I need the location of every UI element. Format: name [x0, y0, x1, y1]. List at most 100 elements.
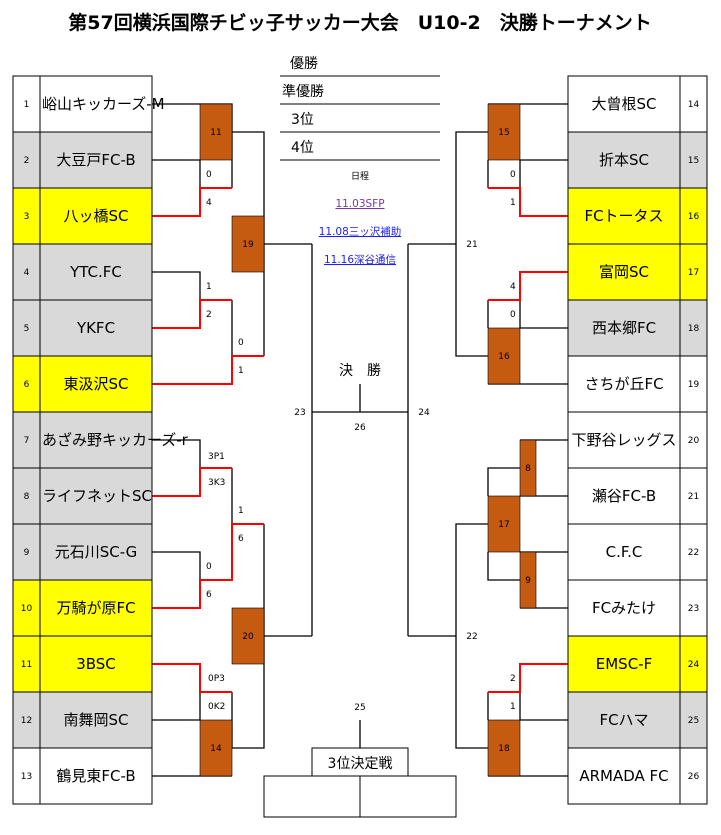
match-box: [487, 327, 521, 385]
team-row: 1 峪山キッカーズ-M: [12, 75, 165, 133]
score: 1: [238, 366, 244, 376]
team-row: 23 FCみたけ: [567, 579, 708, 637]
match-box: [199, 719, 233, 777]
team-number: 10: [21, 604, 33, 614]
team-name: 元石川SC-G: [55, 543, 138, 561]
score: 2: [510, 674, 516, 684]
team-name: 西本郷FC: [592, 319, 656, 337]
team-name-cell: [567, 691, 681, 749]
winner-path-line: [488, 187, 568, 217]
team-name-cell: [39, 187, 153, 245]
team-name: ARMADA FC: [579, 767, 668, 785]
score: 0: [510, 310, 516, 320]
round-match-number: 24: [418, 408, 430, 418]
third-label: 3位: [291, 112, 314, 128]
team-number-cell: [12, 187, 41, 245]
match-number: 19: [242, 240, 254, 250]
winner-path-line: [152, 467, 232, 497]
schedule-link-2[interactable]: 11.08三ッ沢補助: [319, 225, 402, 238]
team-number: 6: [24, 380, 30, 390]
team-number: 3: [24, 212, 30, 222]
team-number: 16: [688, 212, 700, 222]
bracket-line: [152, 439, 201, 468]
team-number: 24: [688, 660, 700, 670]
team-name-cell: [39, 355, 153, 413]
team-row: 4 YTC.FC: [12, 243, 153, 301]
score: 0: [510, 170, 516, 180]
winner-path-line: [152, 187, 232, 217]
team-name: さちが丘FC: [584, 375, 663, 393]
team-number: 23: [688, 604, 699, 614]
team-name-cell: [39, 523, 153, 581]
team-name-cell: [567, 243, 681, 301]
match-number: 8: [525, 464, 531, 474]
team-name: 大曾根SC: [592, 95, 657, 113]
match-box: [487, 495, 521, 553]
score: 2: [206, 310, 212, 320]
team-number: 7: [24, 436, 30, 446]
team-name-cell: [567, 523, 681, 581]
team-row: 3 八ッ橋SC: [12, 187, 153, 245]
score: 3P1: [208, 452, 225, 462]
team-name: FCみたけ: [592, 599, 656, 617]
winner-path-line: [488, 271, 568, 301]
team-name: FCハマ: [599, 711, 648, 729]
score: 0: [238, 338, 244, 348]
score: 0: [206, 170, 212, 180]
match-box: [231, 607, 265, 665]
team-name: 鶴見東FC-B: [56, 767, 135, 785]
team-number-cell: [679, 355, 708, 413]
team-name-cell: [567, 411, 681, 469]
team-number: 12: [21, 716, 32, 726]
team-row: 25 FCハマ: [567, 691, 708, 749]
round-match-number: 26: [354, 423, 366, 433]
team-row: 10 万騎が原FC: [12, 579, 153, 637]
winner-path-line: [488, 663, 568, 693]
team-name: 八ッ橋SC: [64, 207, 129, 225]
team-name: ライフネットSC: [42, 487, 152, 505]
team-name: 大豆戸FC-B: [56, 151, 135, 169]
team-name-cell: [39, 75, 153, 133]
match-number: 15: [498, 128, 509, 138]
team-name-cell: [567, 579, 681, 637]
team-number: 25: [688, 716, 699, 726]
bracket-line: [519, 300, 568, 329]
bracket-line: [487, 467, 520, 496]
schedule-link-1[interactable]: 11.03SFP: [335, 198, 384, 210]
match-number: 16: [498, 352, 510, 362]
bracket-line: [152, 692, 201, 721]
round-match-number: 22: [466, 632, 477, 642]
team-number: 11: [21, 660, 32, 670]
bracket-line: [152, 271, 201, 300]
team-number: 1: [24, 100, 30, 110]
team-number: 5: [24, 324, 30, 334]
team-number: 20: [688, 436, 700, 446]
score: 0P3: [208, 674, 225, 684]
team-number: 4: [24, 268, 30, 278]
team-number: 21: [688, 492, 699, 502]
team-number: 22: [688, 548, 699, 558]
schedule-link-3[interactable]: 11.16深谷通信: [324, 254, 396, 266]
third-place-box: [311, 747, 409, 777]
team-name: 峪山キッカーズ-M: [42, 95, 165, 113]
score: 3K3: [208, 478, 225, 488]
team-name: YTC.FC: [69, 263, 122, 281]
match-number: 20: [242, 632, 254, 642]
bracket-line: [519, 692, 568, 721]
team-name: 万騎が原FC: [56, 599, 135, 617]
team-row: 19 さちが丘FC: [567, 355, 708, 413]
team-number: 9: [24, 548, 30, 558]
third-place-label: 3位決定戦: [328, 756, 393, 772]
team-number: 19: [688, 380, 700, 390]
team-number-cell: [679, 747, 708, 805]
